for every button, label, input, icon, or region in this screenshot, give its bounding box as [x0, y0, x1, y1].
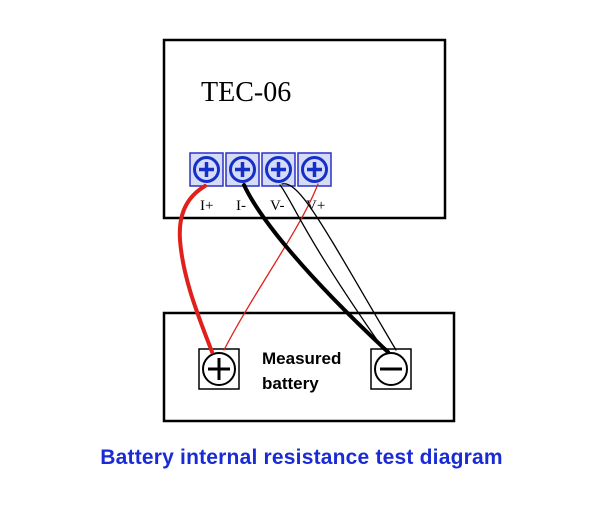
tester-body	[162, 38, 447, 220]
terminal-block	[189, 152, 332, 187]
screw-icon	[193, 156, 220, 183]
wires	[177, 183, 397, 354]
device-model-label: TEC-06	[201, 77, 291, 108]
terminal-label-i-minus: I-	[236, 198, 246, 214]
screw-icon	[229, 156, 256, 183]
battery-box: Measured battery	[162, 311, 456, 423]
diagram-caption: Battery internal resistance test diagram	[100, 446, 503, 469]
battery-label-line1: Measured	[262, 349, 341, 368]
plus-icon	[202, 352, 236, 386]
wire-current-positive	[177, 184, 214, 354]
screw-icon	[301, 156, 328, 183]
terminal-i-minus[interactable]	[225, 152, 260, 187]
wire-sense-negative-b	[281, 183, 397, 351]
wire-sense-positive	[223, 183, 319, 351]
terminal-label-v-plus: V+	[306, 198, 325, 214]
screw-icon	[265, 156, 292, 183]
terminal-v-plus[interactable]	[297, 152, 332, 187]
terminal-label-v-minus: V-	[270, 198, 284, 214]
terminal-v-minus[interactable]	[261, 152, 296, 187]
tester-device: TEC-06	[162, 38, 447, 220]
terminal-i-plus[interactable]	[189, 152, 224, 187]
terminal-label-i-plus: I+	[200, 198, 213, 214]
battery-positive-terminal[interactable]	[198, 348, 240, 390]
battery-label-line2: battery	[262, 374, 319, 393]
wire-sense-negative-a	[279, 184, 385, 351]
wire-current-negative	[242, 183, 390, 354]
minus-icon	[374, 352, 408, 386]
battery-negative-terminal[interactable]	[370, 348, 412, 390]
